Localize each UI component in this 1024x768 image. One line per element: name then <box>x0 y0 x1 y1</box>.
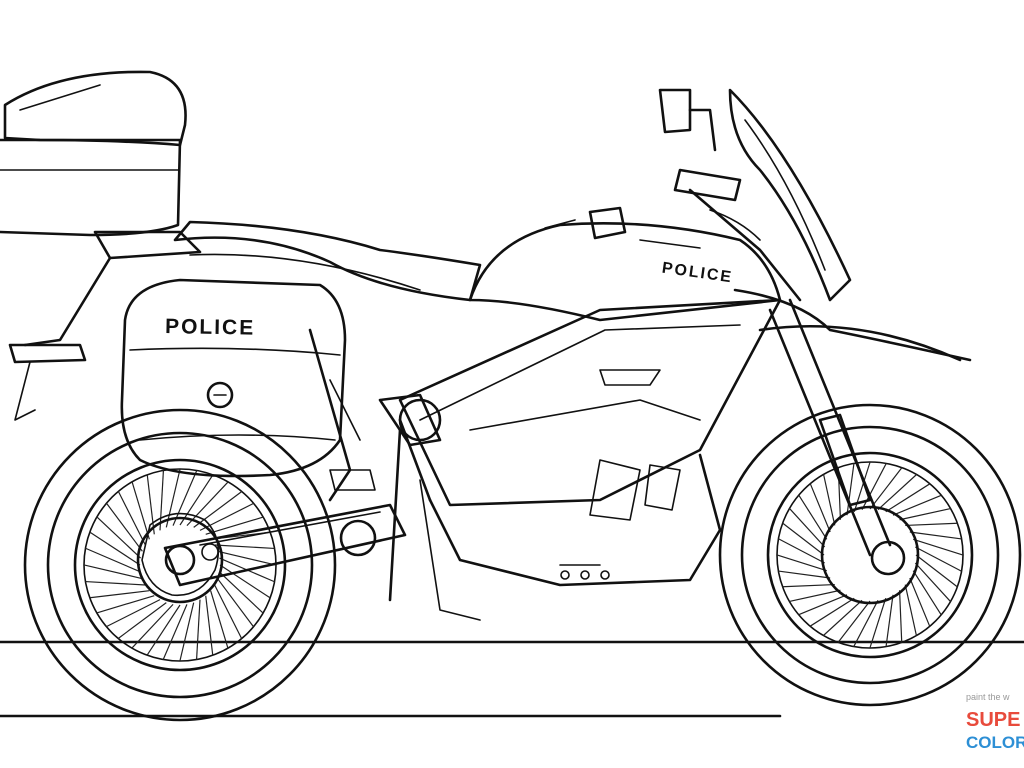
wheel-spoke <box>782 522 825 556</box>
wheel-spoke <box>106 599 161 628</box>
wheel-spoke <box>869 467 903 510</box>
saddlebag-decal: POLICE <box>165 315 256 340</box>
saddlebag <box>120 278 347 478</box>
tank-decal: POLICE <box>661 260 734 287</box>
wheel-spoke <box>179 474 214 526</box>
wheel-spoke <box>837 600 871 643</box>
wheel-spoke <box>782 583 835 588</box>
wheel-spoke <box>798 594 848 616</box>
wheel-spoke <box>106 502 143 552</box>
wheel-spoke <box>89 531 141 566</box>
wheel-spoke <box>776 554 827 572</box>
wheel-spoke <box>186 481 229 527</box>
wheel-spoke <box>898 590 903 643</box>
wheel-spoke <box>909 577 931 627</box>
wheel-spoke <box>778 538 825 564</box>
wheel-spoke <box>162 604 188 660</box>
wheel-spoke <box>179 602 195 662</box>
wheel-spoke <box>798 494 828 540</box>
wheel-spoke <box>159 470 165 531</box>
wheel-spoke <box>869 598 887 649</box>
wheel-spoke <box>85 580 146 586</box>
wheel-spoke <box>877 474 917 511</box>
wheel-spoke <box>915 546 962 572</box>
wheel-spoke <box>789 589 841 603</box>
wheel-spoke <box>117 491 146 546</box>
wheel-spoke <box>885 594 894 647</box>
wheel-spoke <box>83 564 143 580</box>
watermark-tagline: paint the w <box>966 692 1010 702</box>
wheel-spoke <box>85 547 141 573</box>
wheel-spoke <box>909 531 962 540</box>
wheel-spoke <box>904 584 918 636</box>
wheel-spoke <box>899 507 951 521</box>
wheel-spoke <box>219 564 271 599</box>
wheel-spoke <box>131 481 150 540</box>
wheel-spoke <box>210 590 229 649</box>
watermark-brand-line2: COLOR <box>966 733 1024 752</box>
wheel-spoke <box>117 602 167 639</box>
wheel-spoke <box>915 554 958 588</box>
wheel-spoke <box>853 600 879 647</box>
wheel-spoke <box>205 595 214 656</box>
wheel-spoke <box>199 502 254 531</box>
watermark-brand-line1: SUPE <box>966 709 1020 731</box>
wheel-spoke <box>905 522 958 527</box>
wheel-spoke <box>214 584 243 639</box>
wheel-spoke <box>217 578 254 628</box>
front-wheel <box>718 403 1022 707</box>
wheel-spoke <box>913 538 964 556</box>
wheel-spoke <box>823 599 863 636</box>
wheel-spoke <box>214 544 275 550</box>
rear-wheel <box>23 408 337 722</box>
wheel-spoke <box>195 599 201 660</box>
wheel-spoke <box>217 550 277 566</box>
wheel-spoke <box>218 571 264 614</box>
wheel-spoke <box>131 603 174 649</box>
watermark-logo: paint the w SUPE COLOR <box>966 692 1024 752</box>
wheel-spoke <box>165 468 181 528</box>
wheel-spoke <box>89 590 150 599</box>
wheel-spoke <box>193 491 243 528</box>
wheel-spoke <box>822 474 836 526</box>
wheel-spoke <box>172 470 198 526</box>
wheel-spoke <box>892 494 942 516</box>
wheel-spoke <box>778 570 831 579</box>
wheel-spoke <box>146 474 155 535</box>
swingarm <box>163 503 407 587</box>
wheel-spoke <box>96 595 155 614</box>
wheel-spoke <box>912 570 942 616</box>
wheel-spoke <box>146 604 181 656</box>
motorcycle-body <box>8 88 972 621</box>
wheel-spoke <box>809 483 831 533</box>
wheel-spoke <box>96 516 142 559</box>
wheel-spoke <box>205 516 264 535</box>
wheel-spoke <box>846 463 855 516</box>
top-case <box>0 70 187 237</box>
wheel-spoke <box>914 562 951 602</box>
wheel-spoke <box>885 483 931 513</box>
wheel-spoke <box>809 597 855 627</box>
wheel-spoke <box>789 508 826 548</box>
